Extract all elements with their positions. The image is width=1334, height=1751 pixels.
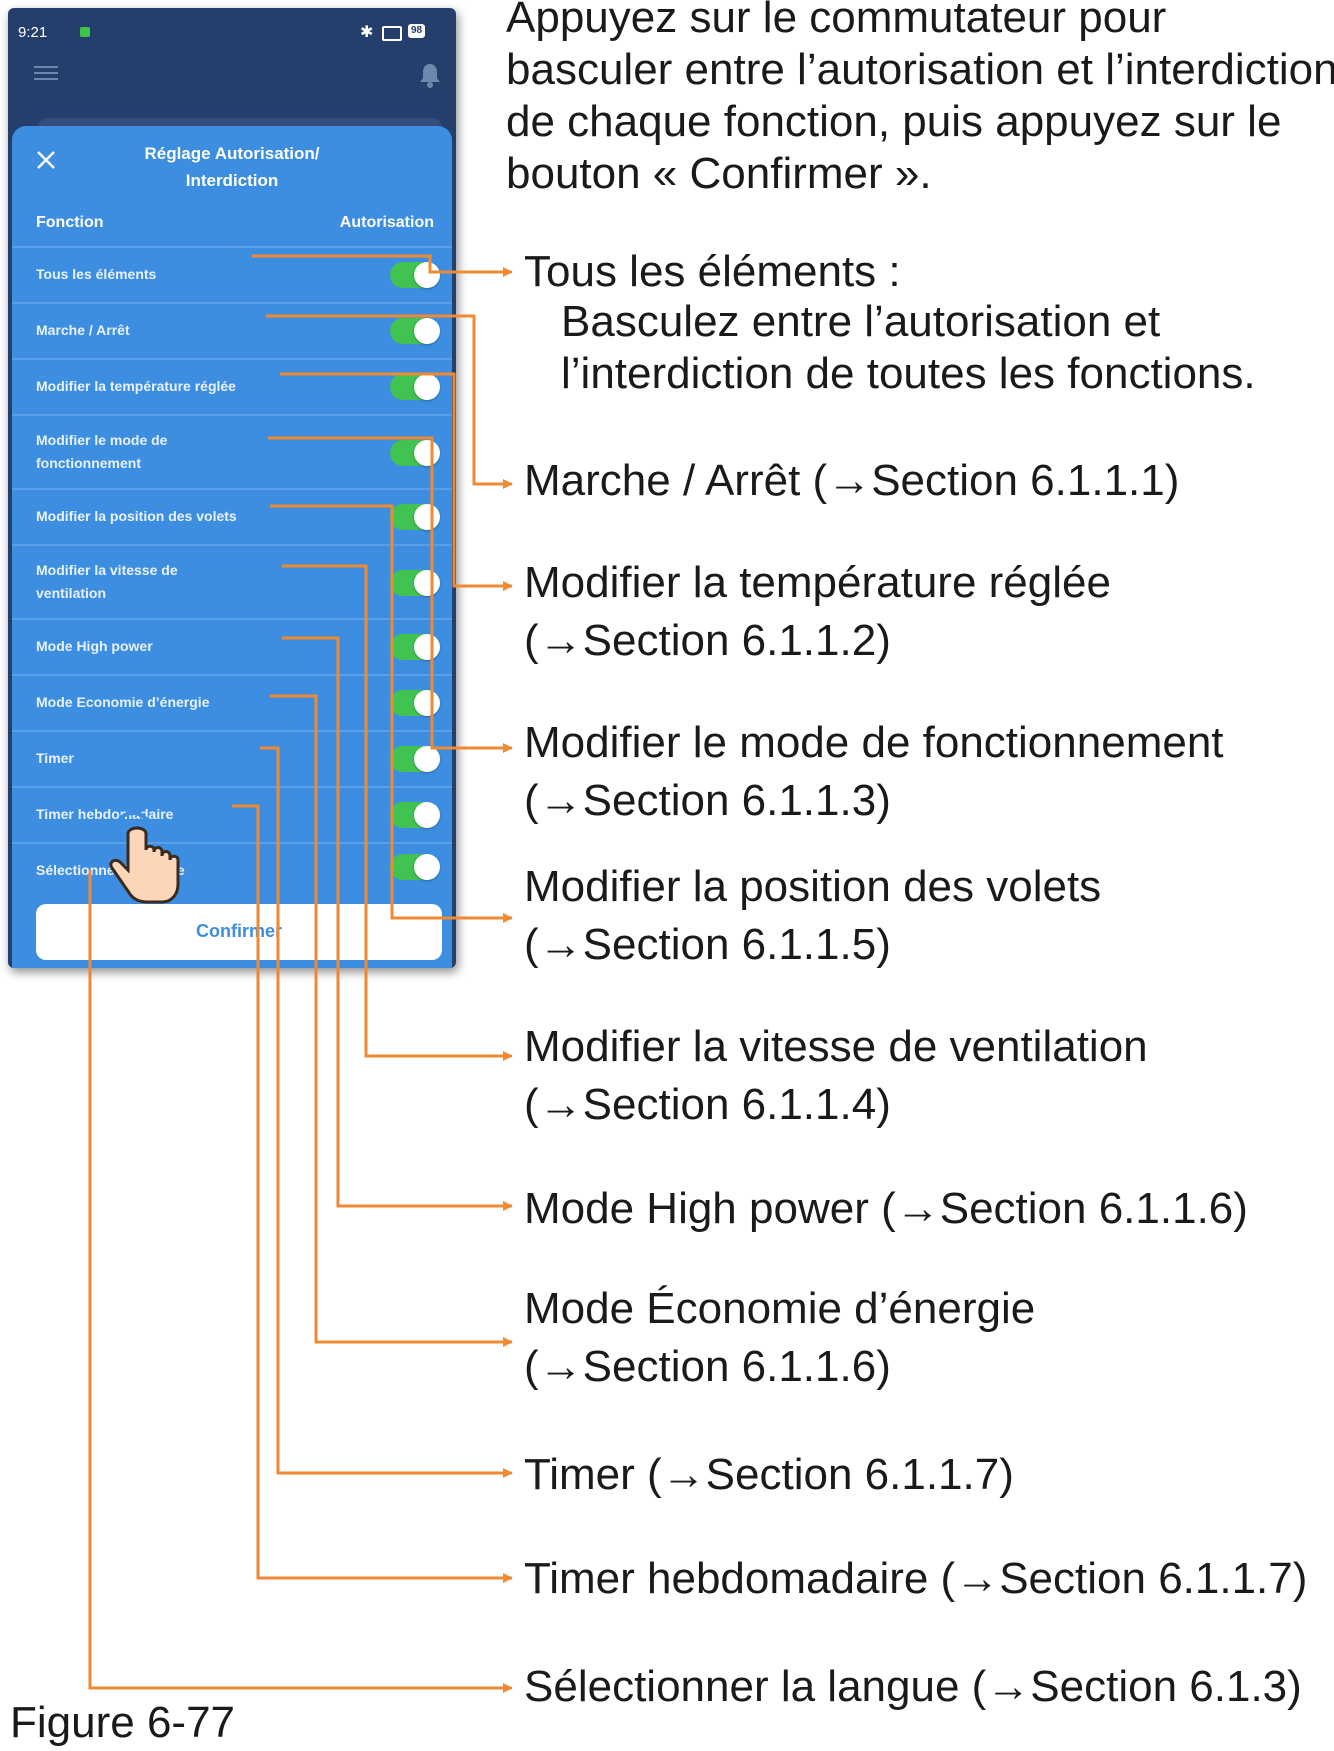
annotation-volets: Modifier la position des volets (→Sectio… — [524, 862, 1102, 969]
status-bar: 9:21 ✱ 98 — [8, 8, 456, 58]
phone-screenshot: 9:21 ✱ 98 Réglage Autorisation/ Interdic… — [8, 8, 456, 968]
dialog-title: Réglage Autorisation/ Interdiction — [144, 144, 320, 190]
annotation-langue: Sélectionner la langue (→Section 6.1.3) — [524, 1662, 1302, 1711]
column-authorization: Autorisation — [339, 214, 434, 231]
row-label: Timer hebdomadaire — [36, 806, 174, 822]
row-label: Mode Economie d’énergie — [36, 694, 210, 710]
annotation-marche: Marche / Arrêt (→Section 6.1.1.1) — [524, 456, 1180, 505]
annotation-high-power: Mode High power (→Section 6.1.1.6) — [524, 1184, 1248, 1233]
hand-pointer-icon — [109, 811, 180, 904]
arrow-langue — [88, 870, 513, 1693]
permission-toggle[interactable] — [390, 802, 440, 828]
annotation-tous-desc: Basculez entre l’autorisation et l’inter… — [561, 297, 1256, 398]
notification-icon — [80, 27, 90, 37]
permission-toggle[interactable] — [390, 262, 440, 288]
figure-caption: Figure 6-77 — [10, 1698, 236, 1747]
table-header: Fonction Autorisation — [12, 200, 452, 248]
arrow-timer-hebdo — [232, 804, 513, 1583]
arrow-marche — [266, 314, 513, 489]
row-label: Modifier la température réglée — [36, 378, 236, 394]
row-label: Tous les éléments — [36, 266, 157, 282]
close-icon[interactable] — [32, 146, 60, 174]
row-label: Modifier le mode de fonctionnement — [36, 432, 168, 471]
confirm-button[interactable]: Confirmer — [36, 904, 442, 960]
annotation-temperature: Modifier la température réglée (→Section… — [524, 558, 1111, 665]
annotation-timer-hebdo: Timer hebdomadaire (→Section 6.1.1.7) — [524, 1554, 1308, 1603]
intro-text: Appuyez sur le commutateur pour basculer… — [506, 0, 1334, 198]
permission-row: Modifier le mode de fonctionnement — [12, 416, 452, 490]
arrow-mode — [268, 436, 513, 753]
arrow-timer — [260, 746, 513, 1478]
arrow-tous — [252, 254, 513, 277]
arrow-ventilation — [282, 564, 513, 1061]
permission-row: Timer hebdomadaire — [12, 788, 452, 844]
arrow-volets — [270, 504, 513, 923]
permission-row: Marche / Arrêt — [12, 304, 452, 360]
permission-toggle[interactable] — [390, 318, 440, 344]
menu-icon[interactable] — [34, 66, 58, 80]
permission-toggle[interactable] — [390, 374, 440, 400]
annotation-tous: Tous les éléments : — [524, 247, 901, 296]
row-label: Modifier la vitesse de ventilation — [36, 562, 178, 601]
annotation-timer: Timer (→Section 6.1.1.7) — [524, 1450, 1014, 1499]
row-label: Mode High power — [36, 638, 153, 654]
column-function: Fonction — [36, 214, 104, 231]
screen-icon — [382, 26, 402, 41]
annotation-mode: Modifier le mode de fonctionnement (→Sec… — [524, 718, 1224, 825]
row-label: Marche / Arrêt — [36, 322, 130, 338]
row-label: Timer — [36, 750, 74, 766]
row-label: Modifier la position des volets — [36, 508, 237, 524]
permission-toggle[interactable] — [390, 746, 440, 772]
status-time: 9:21 — [18, 24, 48, 41]
annotation-economie: Mode Économie d’énergie (→Section 6.1.1.… — [524, 1284, 1036, 1391]
battery-icon: 98 — [408, 24, 426, 38]
bell-icon[interactable] — [418, 62, 442, 88]
permission-row: Modifier la température réglée — [12, 360, 452, 416]
permission-row: Timer — [12, 732, 452, 788]
arrow-temperature — [280, 372, 513, 591]
confirm-label: Confirmer — [196, 921, 283, 941]
permission-dialog: Réglage Autorisation/ Interdiction Fonct… — [12, 126, 452, 968]
bluetooth-icon: ✱ — [360, 24, 374, 41]
arrow-high-power — [282, 636, 513, 1211]
arrow-economie — [270, 694, 513, 1347]
permission-row: Tous les éléments — [12, 248, 452, 304]
permission-toggle[interactable] — [390, 854, 440, 880]
annotation-ventilation: Modifier la vitesse de ventilation (→Sec… — [524, 1022, 1148, 1129]
